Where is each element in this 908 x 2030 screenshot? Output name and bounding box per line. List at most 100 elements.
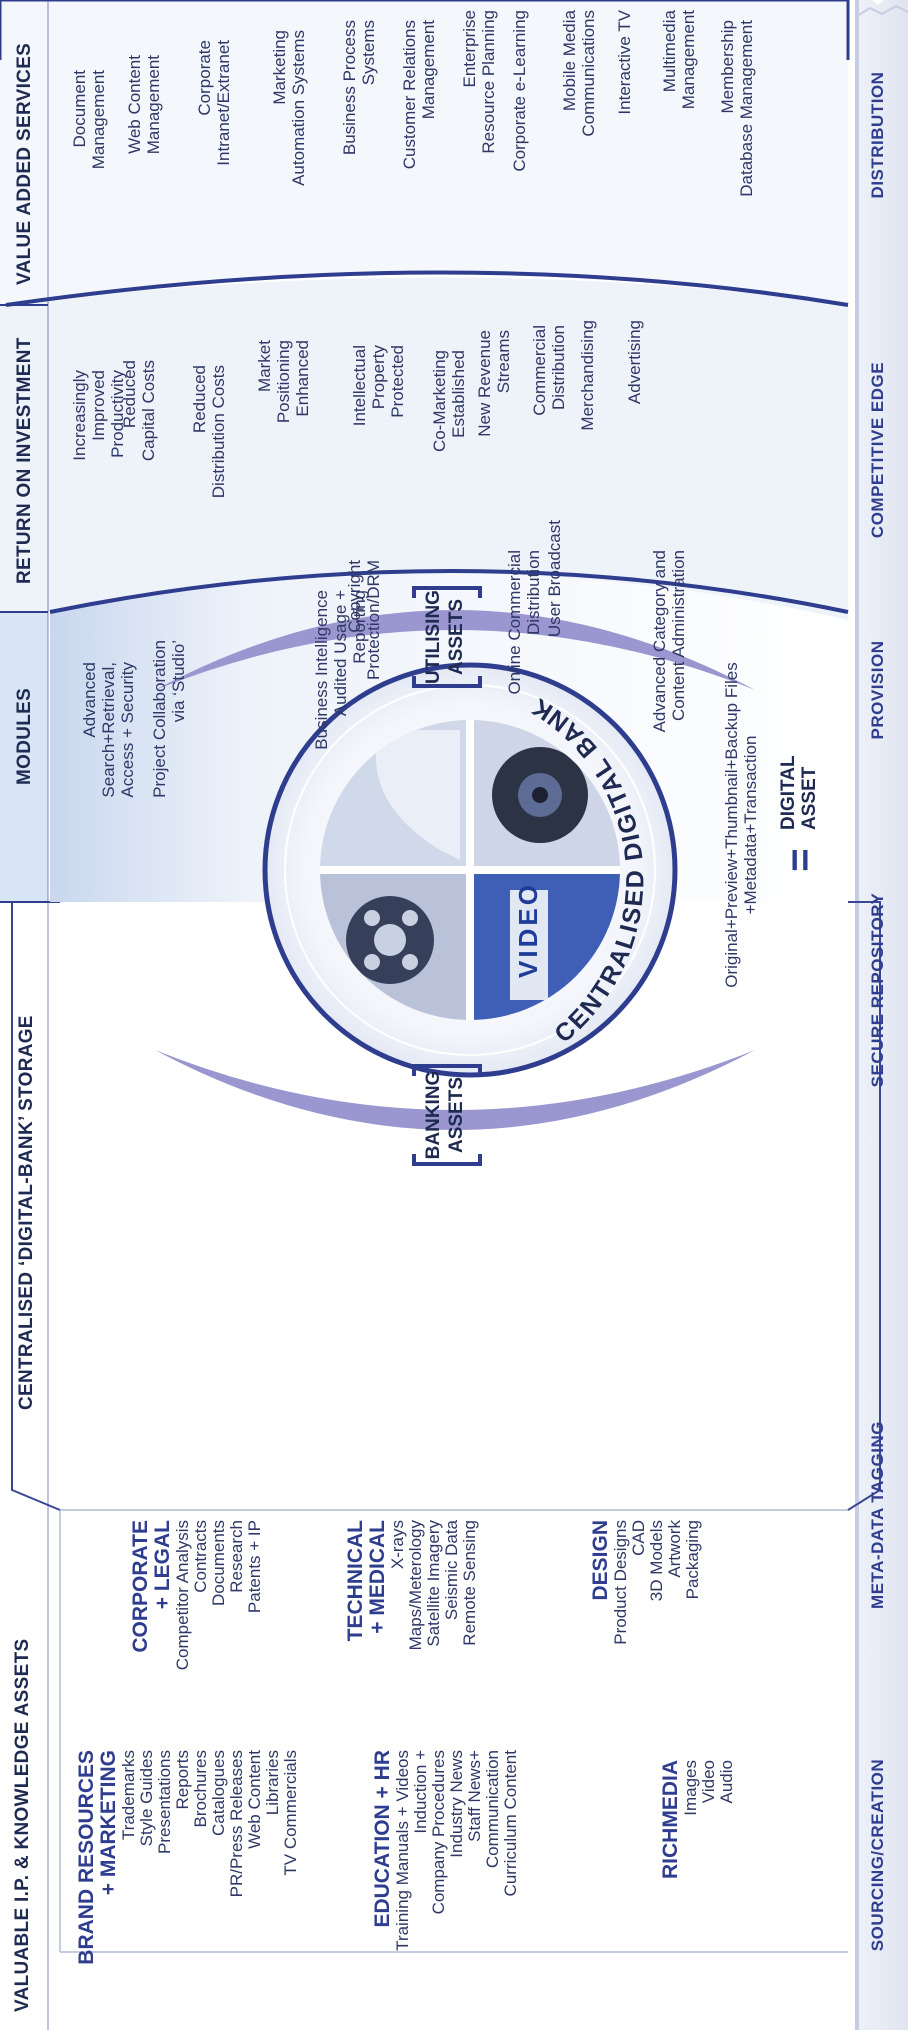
roi-item-line: Capital Costs <box>139 360 158 462</box>
right-arc <box>155 610 755 690</box>
bracket-shape <box>412 1064 482 1166</box>
footer-provision: PROVISION <box>868 640 887 740</box>
vas-item-line: Communications <box>579 10 598 137</box>
category-item: Video <box>699 1760 718 1804</box>
roi-band <box>0 277 848 620</box>
category-item: X-rays <box>388 1520 407 1570</box>
category-title: DESIGN <box>589 1520 612 1730</box>
category-item: Induction + <box>411 1750 430 1834</box>
category-item: Seismic Data <box>442 1520 461 1621</box>
module-item-line: Distribution <box>524 550 543 636</box>
vas-item-line: Intranet/Extranet <box>214 40 233 166</box>
category-item: TV Commercials <box>281 1750 300 1876</box>
bracket-shape <box>412 586 482 688</box>
roi-item-line: Reduced <box>120 360 139 429</box>
category-title: EDUCATION + HR <box>371 1750 394 1980</box>
module-item-line: Copyright <box>345 560 364 633</box>
module-item-line: Search+Retrieval, <box>99 662 118 798</box>
vas-item-line: Management <box>144 55 163 155</box>
category-item: Satellite Imagery <box>424 1520 443 1647</box>
roi-item-line: Advertising <box>625 320 644 405</box>
vas-item-line: Corporate <box>195 40 214 116</box>
category-title-line: RICHMEDIA <box>659 1760 682 1879</box>
category-item: Catalogues <box>209 1750 228 1837</box>
category-item: Product Designs <box>611 1520 630 1645</box>
category-title-line: + MARKETING <box>97 1750 120 1896</box>
roi-header: RETURN ON INVESTMENT <box>14 337 35 584</box>
roi-item-line: Intellectual <box>350 345 369 427</box>
category-item: PR/Press Releases <box>227 1750 246 1898</box>
category-title: TECHNICAL + MEDICAL <box>344 1520 389 1730</box>
category-title-line: BRAND RESOURCES <box>75 1750 98 1965</box>
modules-header: MODULES <box>14 687 35 785</box>
asset-formula: Original+Preview+Thumbnail+Backup Files … <box>722 620 760 1030</box>
category-item: Trademarks <box>119 1750 138 1841</box>
module-item-line: Access + Security <box>118 662 137 798</box>
category-item: Artwork <box>665 1520 684 1578</box>
category-item: Competitor Analysis <box>173 1520 192 1671</box>
category-item: Packaging <box>683 1520 702 1600</box>
category-item: Contracts <box>191 1520 210 1593</box>
category-item: Reports <box>173 1750 192 1810</box>
module-item-line: Content Administration <box>669 550 688 722</box>
footer-distribution: DISTRIBUTION <box>868 71 887 199</box>
roi-item-line: Reduced <box>190 365 209 434</box>
roi-item-line: Distribution Costs <box>209 365 228 499</box>
footer-metadata: META-DATA TAGGING <box>868 1421 887 1609</box>
roi-item-line: Commercial <box>530 325 549 416</box>
svg-text:CENTRALISED DIGITAL BANK: CENTRALISED DIGITAL BANK <box>526 692 650 1049</box>
equals-sign: = <box>778 848 822 872</box>
category-item: Communication <box>483 1750 502 1869</box>
category-item: Patents + IP <box>245 1520 264 1614</box>
vas-item-line: Web Content <box>125 55 144 154</box>
roi-item-line: Distribution <box>549 325 568 411</box>
roi-item: Advertising <box>625 320 644 530</box>
vas-item-line: Corporate e-Learning <box>510 10 529 172</box>
category-title-line: CORPORATE <box>129 1520 152 1653</box>
left-arc <box>155 1050 755 1130</box>
vas-item-line: Marketing <box>270 30 289 105</box>
category-item: Remote Sensing <box>460 1520 479 1646</box>
roi-item-line: Co-Marketing <box>430 350 449 453</box>
roi-item-line: Positioning <box>274 340 293 424</box>
vas-item-line: Interactive TV <box>615 10 634 115</box>
vas-item: Interactive TV <box>615 10 634 210</box>
category-item: Images <box>681 1760 700 1816</box>
roi-item-line: Established <box>449 350 468 438</box>
utilising-assets-bracket: UTILISING ASSETS <box>408 582 486 692</box>
bank-label-text: CENTRALISED DIGITAL BANK <box>526 692 650 1049</box>
vas-item-line: Resource Planning <box>479 10 498 154</box>
category-item: Web Content <box>245 1750 264 1849</box>
module-item-line: Business Intelligence <box>312 590 331 750</box>
category-item: Research <box>227 1520 246 1593</box>
module-item-line: via ‘Studio’ <box>169 640 188 723</box>
vas-item-line: Management <box>419 20 438 120</box>
vas-item-line: Database Management <box>737 20 756 197</box>
vas-item-line: Automation Systems <box>289 30 308 186</box>
roi-item-line: Improved <box>89 370 108 441</box>
category-item: Industry News <box>447 1750 466 1858</box>
module-item-line: User Broadcast <box>545 520 564 638</box>
formula-line: Original+Preview+Thumbnail+Backup Files <box>722 662 741 988</box>
vas-item: Corporate e-Learning <box>510 10 529 210</box>
vas-header: VALUE ADDED SERVICES <box>14 42 35 285</box>
module-item-line: Advanced Category and <box>650 550 669 733</box>
